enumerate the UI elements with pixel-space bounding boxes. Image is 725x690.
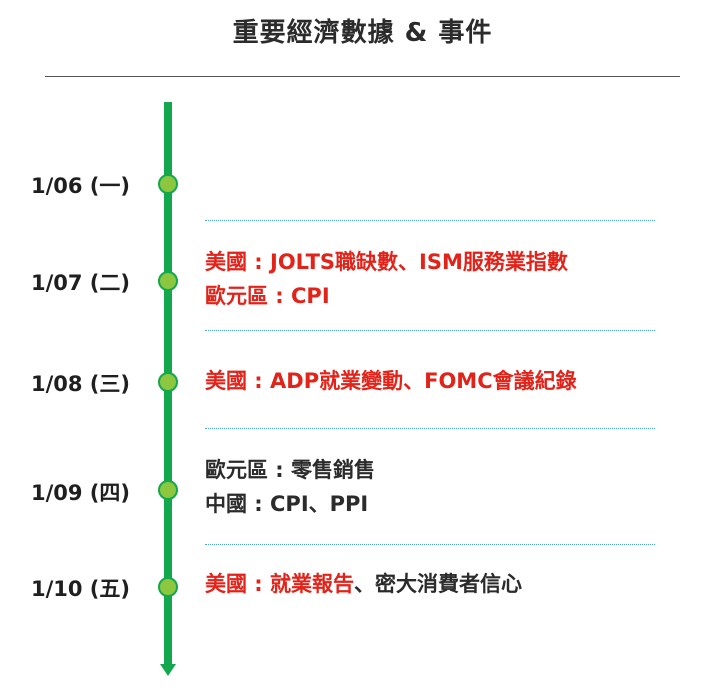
event-line: 美國 : JOLTS職缺數、ISM服務業指數 <box>205 245 705 279</box>
event-list: 美國 : JOLTS職缺數、ISM服務業指數 歐元區 : CPI <box>205 245 705 313</box>
timeline-node <box>158 271 178 291</box>
event-line: 歐元區 : 零售銷售 <box>205 453 705 487</box>
event-text: 、密大消費者信心 <box>354 572 523 596</box>
date-label: 1/09 (四) <box>30 481 130 505</box>
event-list: 歐元區 : 零售銷售 中國 : CPI、PPI <box>205 453 705 521</box>
date-label: 1/10 (五) <box>30 577 130 601</box>
row-separator <box>205 330 655 331</box>
event-text: 美國 : 就業報告 <box>205 572 355 596</box>
event-list: 美國 : ADP就業變動、FOMC會議紀錄 <box>205 364 705 398</box>
timeline-node <box>158 577 178 597</box>
event-text: 美國 : ADP就業變動、FOMC會議紀錄 <box>205 369 577 393</box>
date-label: 1/08 (三) <box>30 372 130 396</box>
event-text: 歐元區 : 零售銷售 <box>205 458 376 482</box>
event-text: 中國 : CPI、PPI <box>205 492 369 516</box>
event-line: 美國 : ADP就業變動、FOMC會議紀錄 <box>205 364 705 398</box>
date-label: 1/07 (二) <box>30 271 130 295</box>
date-label: 1/06 (一) <box>30 174 130 198</box>
row-separator <box>205 220 655 221</box>
row-separator <box>205 544 655 545</box>
event-text: 歐元區 : CPI <box>205 284 330 308</box>
page-title: 重要經濟數據 & 事件 <box>232 18 493 48</box>
event-text: 美國 : JOLTS職缺數、ISM服務業指數 <box>205 250 568 274</box>
event-line: 中國 : CPI、PPI <box>205 487 705 521</box>
timeline-node <box>158 372 178 392</box>
timeline-node <box>158 480 178 500</box>
title-divider <box>45 76 680 77</box>
event-line: 美國 : 就業報告、密大消費者信心 <box>205 567 705 601</box>
event-list: 美國 : 就業報告、密大消費者信心 <box>205 567 705 601</box>
timeline-node <box>158 174 178 194</box>
event-line: 歐元區 : CPI <box>205 279 705 313</box>
timeline-arrow-down-icon <box>160 664 176 676</box>
row-separator <box>205 428 655 429</box>
